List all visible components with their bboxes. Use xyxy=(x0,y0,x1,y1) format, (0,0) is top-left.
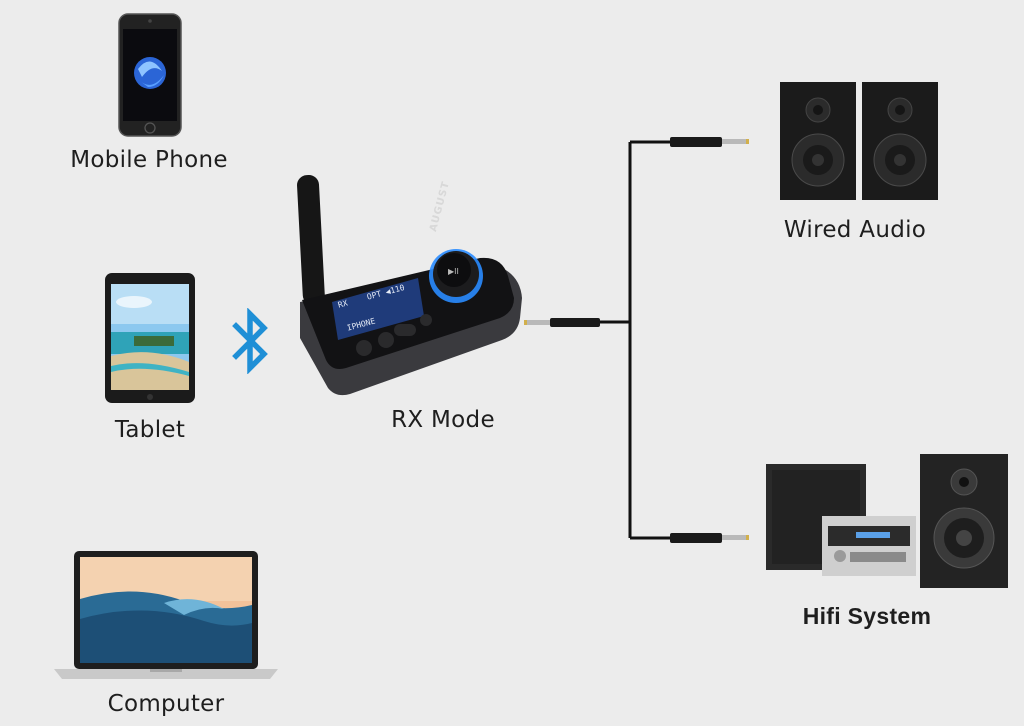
laptop-image xyxy=(54,551,278,679)
bluetooth-receiver-device: ▶II xyxy=(297,175,522,396)
computer-label: Computer xyxy=(107,691,225,717)
rx-mode-label: RX Mode xyxy=(391,407,495,433)
wired-audio-label: Wired Audio xyxy=(783,217,927,243)
tablet-image xyxy=(105,273,195,403)
svg-text:▶II: ▶II xyxy=(448,267,459,276)
mobile-phone-label: Mobile Phone xyxy=(70,147,228,173)
wired-speakers-image xyxy=(780,82,938,200)
hifi-system-label: Hifi System xyxy=(802,603,932,629)
hifi-system-image xyxy=(766,454,1008,588)
audio-cable-splitter xyxy=(524,137,749,543)
bluetooth-icon xyxy=(232,308,268,374)
mobile-phone-image xyxy=(118,13,182,137)
tablet-label: Tablet xyxy=(114,417,186,443)
